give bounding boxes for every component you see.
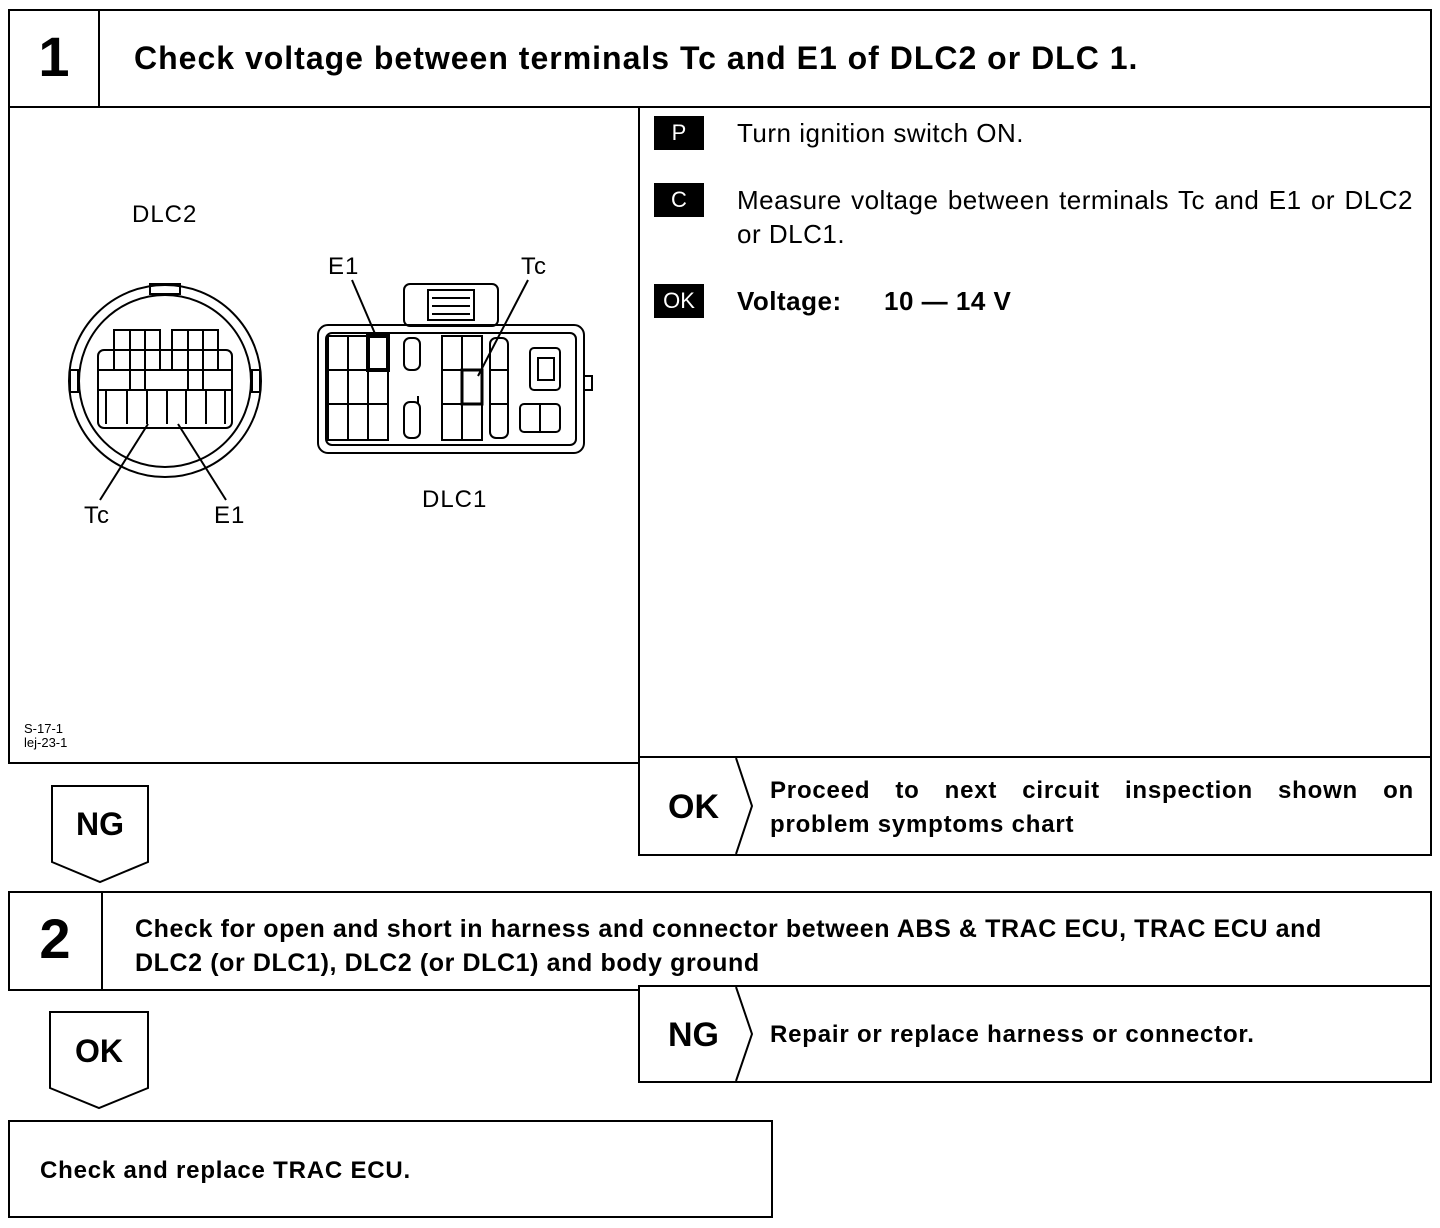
voltage-label: Voltage: (737, 286, 842, 316)
dlc2-tc-label: Tc (84, 502, 110, 529)
step2-ng-word: NG (668, 1016, 719, 1054)
dlc2-e1-leader (177, 423, 227, 501)
final-action-box (8, 1120, 773, 1218)
step2-number: 2 (39, 907, 71, 970)
step1-number-divider (98, 9, 100, 108)
dlc2-label: DLC2 (132, 201, 198, 228)
step1-header (8, 9, 1432, 108)
step1-ok-result-box (638, 756, 1432, 856)
step1-ok-word: OK (668, 788, 719, 826)
tag-ok-badge: OK (654, 284, 704, 318)
tag-p-badge: P (654, 116, 704, 150)
dlc1-tc-leader (477, 279, 529, 377)
voltage-value: 10 — 14 V (884, 286, 1012, 316)
step2-title: Check for open and short in harness and … (135, 915, 1322, 977)
instruction-panel (638, 106, 1432, 758)
dlc1-e1-leader (351, 279, 377, 337)
step2-ng-result-box (638, 985, 1432, 1083)
dlc1-tc-label: Tc (521, 253, 547, 280)
dlc1-e1-label: E1 (328, 253, 360, 280)
step2-ng-text: Repair or replace harness or connector. (770, 1021, 1255, 1048)
dlc2-e1-label: E1 (214, 502, 246, 529)
tag-c-badge: C (654, 183, 704, 217)
step1-ok-text: Proceed to next circuit inspection shown… (770, 777, 1414, 838)
final-action-text: Check and replace TRAC ECU. (40, 1157, 412, 1184)
diagram-panel (8, 106, 640, 764)
instruction-p-text: Turn ignition switch ON. (737, 118, 1025, 148)
step1-title: Check voltage between terminals Tc and E… (134, 40, 1139, 76)
step2-number-divider (101, 891, 103, 991)
dlc2-tc-leader (99, 423, 149, 501)
dlc1-label: DLC1 (422, 486, 488, 513)
connector-diagram (68, 279, 593, 501)
step1-number: 1 (38, 25, 70, 88)
ok-arrow-label: OK (75, 1033, 123, 1069)
ref-code-2: lej-23-1 (24, 735, 68, 750)
ng-arrow-label: NG (76, 806, 124, 842)
instruction-c-text: Measure voltage between terminals Tc and… (737, 185, 1413, 249)
ref-code-1: S-17-1 (24, 721, 64, 736)
